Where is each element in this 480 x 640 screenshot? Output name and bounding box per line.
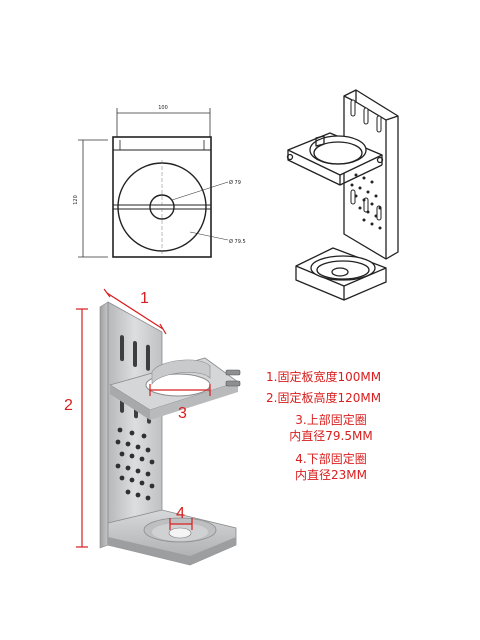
lower-hole-circle: [149, 194, 175, 220]
callout-number-3: 3: [178, 405, 187, 422]
height-dimension-label: 120: [73, 195, 79, 205]
width-dimension-label: 100: [158, 105, 168, 111]
lower-diameter-label: Ø 79.5: [229, 238, 246, 245]
spec-upper-ring-title: 3.上部固定圈: [295, 413, 367, 427]
spec-lower-ring-diameter: 内直径23MM: [295, 468, 367, 482]
spec-height: 2.固定板高度120MM: [266, 391, 382, 405]
callout-number-1: 1: [140, 290, 149, 307]
upper-diameter-label: Ø 79: [229, 179, 241, 186]
spec-width: 1.固定板宽度100MM: [266, 370, 382, 384]
callout-number-2: 2: [64, 397, 73, 414]
width-callout-line: [106, 292, 164, 330]
callout-number-4: 4: [176, 505, 185, 522]
spec-lower-ring-title: 4.下部固定圈: [295, 452, 367, 466]
spec-upper-ring-diameter: 内直径79.5MM: [289, 429, 373, 443]
